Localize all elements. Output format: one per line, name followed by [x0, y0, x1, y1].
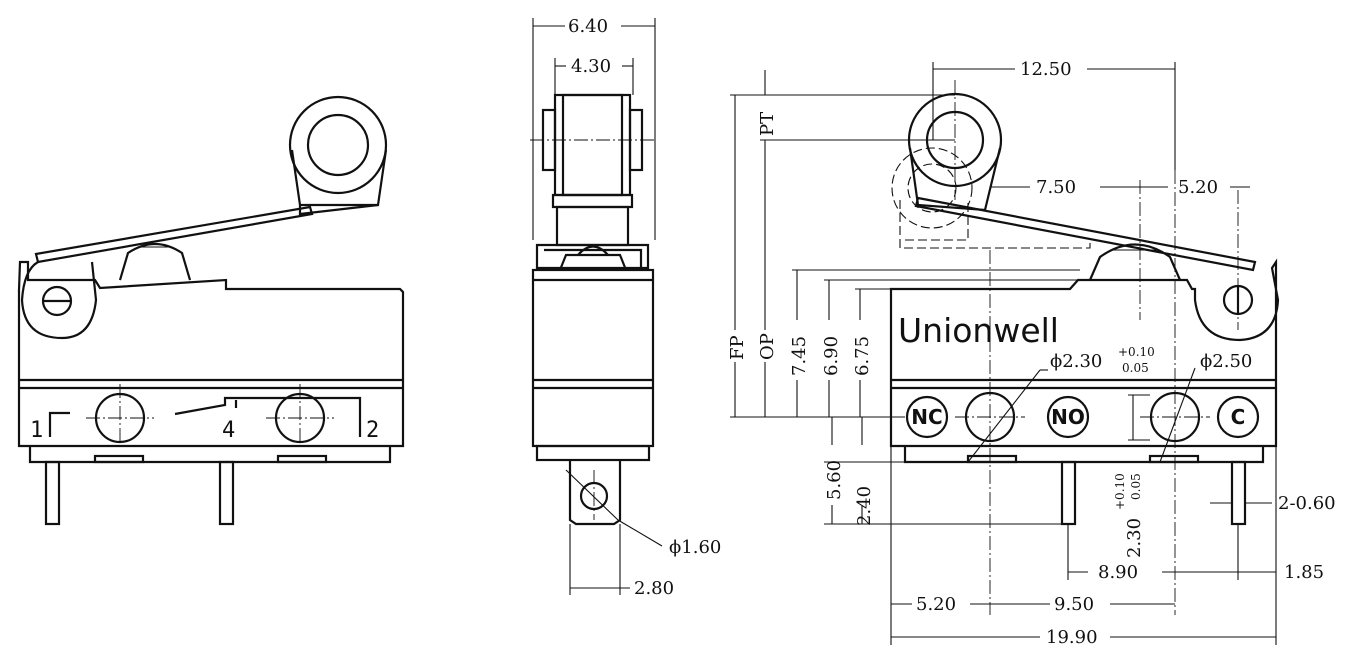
front-plunger: [1088, 243, 1182, 281]
front-pin-2: [1230, 460, 1247, 526]
front-view: Unionwell NC NO C 12.50: [727, 59, 1336, 648]
pin-label-1: 1: [30, 418, 43, 443]
free-roller-outer: [891, 147, 973, 229]
dim-7-45: 7.45: [789, 336, 810, 376]
front-pin-1: [1060, 460, 1077, 526]
brand-label: Unionwell: [898, 311, 1059, 350]
dim-hole-2-30-tol-plus: +0.10: [1118, 345, 1155, 359]
dim-7-50: 7.50: [1036, 177, 1076, 198]
dim-hole-2-50: ϕ2.50: [1200, 351, 1252, 372]
left-view: 1 4 2: [17, 95, 405, 526]
dim-6-40: 6.40: [568, 16, 608, 37]
dim-v-2-30: 2.30: [1124, 518, 1145, 558]
terminal-pin-2: [218, 460, 235, 526]
dim-1-85: 1.85: [1284, 562, 1324, 583]
dim-5-20-bottom: 5.20: [916, 594, 956, 615]
terminal-pin-1: [44, 460, 61, 526]
dim-hole-2-30-tol-minus: 0.05: [1122, 361, 1149, 375]
dim-6-90: 6.90: [821, 336, 842, 376]
dim-8-90: 8.90: [1098, 562, 1138, 583]
roller-outer: [288, 95, 388, 195]
terminal-nc-label: NC: [911, 405, 942, 429]
roller-inner: [306, 113, 370, 177]
dim-19-90: 19.90: [1046, 627, 1098, 648]
roller-side: [553, 93, 632, 197]
pin-label-4: 4: [222, 418, 235, 443]
dim-5-20-top: 5.20: [1178, 177, 1218, 198]
dim-6-75: 6.75: [852, 336, 873, 376]
side-view: ϕ1.60 2.80 6.40 4.30: [530, 16, 721, 599]
front-body: [889, 258, 1280, 448]
dim-v-2-30-tol-minus: 0.05: [1129, 473, 1143, 500]
terminal-no-label: NO: [1051, 405, 1085, 429]
dim-12-50: 12.50: [1020, 59, 1072, 80]
dim-fp: FP: [727, 335, 748, 360]
dim-5-60: 5.60: [824, 460, 845, 500]
base-plate: [28, 446, 392, 464]
dim-2-80: 2.80: [634, 578, 674, 599]
terminal-no-badge: [1046, 395, 1090, 439]
contact-1: [48, 411, 70, 437]
side-body: [531, 268, 655, 448]
lever-arm: [34, 205, 314, 264]
terminal-nc-badge: [905, 395, 949, 439]
dim-4-30: 4.30: [571, 56, 611, 77]
contact-common: [174, 396, 362, 437]
terminal-c-label: C: [1231, 405, 1246, 429]
front-lever: [914, 196, 1257, 272]
dim-v-2-30-tol-plus: +0.10: [1113, 473, 1127, 510]
side-pin: [568, 460, 622, 526]
dim-pt: PT: [757, 112, 778, 136]
dim-pin-hole: ϕ1.60: [669, 537, 721, 558]
dim-op: OP: [757, 333, 778, 360]
dim-hole-2-30: ϕ2.30: [1050, 351, 1102, 372]
switch-body: [17, 260, 405, 448]
pivot-hole: [41, 285, 73, 317]
pin-label-2: 2: [366, 418, 379, 443]
dim-9-50: 9.50: [1054, 594, 1094, 615]
roller-bracket: [290, 149, 388, 207]
side-plunger: [558, 253, 628, 271]
dim-2-40: 2.40: [854, 486, 875, 526]
pivot-boss: [20, 261, 98, 340]
plunger: [118, 242, 192, 281]
dim-2-0-60: 2-0.60: [1278, 493, 1336, 514]
terminal-c-badge: [1216, 395, 1260, 439]
